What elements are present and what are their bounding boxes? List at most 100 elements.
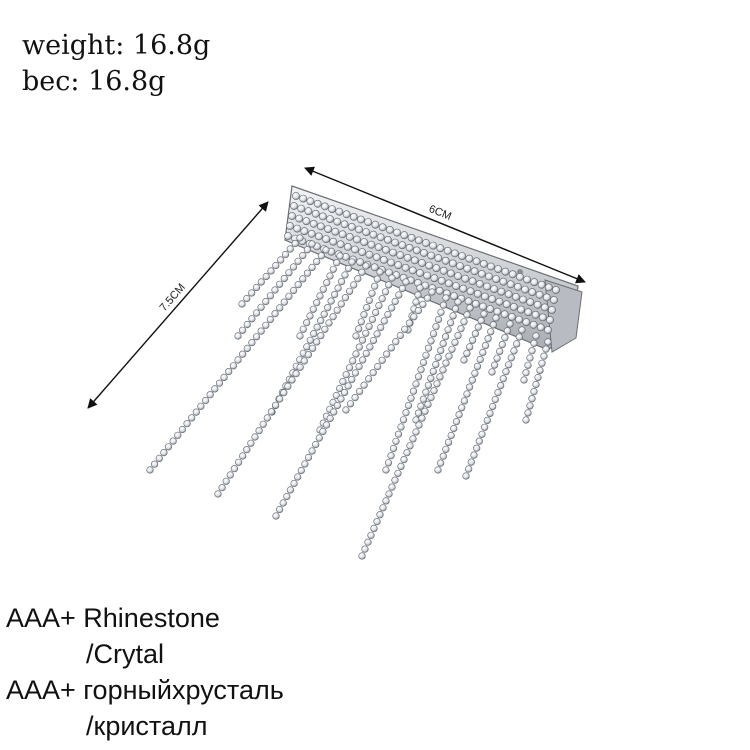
rhinestone [387,258,395,267]
rhinestone [424,400,432,409]
rhinestone [318,212,327,221]
rhinestone [516,272,524,281]
rhinestone [502,368,510,376]
rhinestone [321,325,329,333]
rhinestone [276,505,284,514]
rhinestone [493,307,502,316]
rhinestone [342,406,350,414]
rhinestone [442,294,450,302]
rhinestone [497,287,506,296]
rhinestone [398,284,407,293]
rhinestone [383,235,392,244]
rhinestone [384,310,392,319]
rhinestone [491,361,499,369]
rhinestone [306,197,315,206]
rhinestone [488,368,496,376]
rhinestone [422,239,430,247]
rhinestone [353,235,361,244]
rhinestone [466,304,474,312]
rhinestone [471,299,480,308]
rhinestone [367,240,376,249]
rhinestone [528,347,536,355]
rhinestone [427,251,436,260]
rhinestone [333,401,342,410]
rhinestone [418,414,426,422]
rhinestone [439,301,448,309]
rhinestone [460,356,468,364]
rhinestone [436,244,445,253]
rhinestone [542,345,550,353]
rhinestone [473,362,482,371]
rhinestone [451,338,459,347]
rhinestone [465,465,473,473]
rhinestone [403,449,411,457]
rhinestone [367,531,375,539]
rhinestone [365,296,373,305]
rhinestone [423,294,432,302]
rhinestone [404,401,413,410]
rhinestone [429,330,438,338]
rhinestone [398,241,407,250]
rhinestone [155,454,163,463]
rhinestone [530,388,538,396]
rhinestone [344,264,353,273]
weight-label-ru: bec: 16.8g [22,66,166,97]
rhinestone [331,291,339,299]
rhinestone [308,240,316,248]
rhinestone [360,238,369,246]
rhinestone [452,418,461,426]
rhinestone [526,402,534,410]
rhinestone [355,362,363,371]
rhinestone [391,476,399,484]
rhinestone [419,300,427,309]
rhinestone [382,497,390,505]
rhinestone [492,314,500,322]
rhinestone [406,442,414,450]
rhinestone [393,228,401,237]
rhinestone [303,246,312,254]
rhinestone [507,312,516,321]
rhinestone [342,371,350,379]
rhinestone [365,250,374,259]
rhinestone [289,263,298,271]
rhinestone [470,267,479,276]
rhinestone [448,259,457,268]
rhinestone [460,397,469,405]
rhinestone [528,288,537,297]
rhinestone [444,326,452,334]
rhinestone [423,271,432,280]
rhinestone [524,361,532,369]
rhinestone [385,281,393,289]
rhinestone [439,366,447,374]
rhinestone [464,297,473,306]
rhinestone [266,315,275,324]
rhinestone [412,298,420,306]
rhinestone [363,304,371,312]
rhinestone [284,232,292,240]
rhinestone [544,283,553,292]
rhinestone [445,352,453,360]
rhinestone [479,348,487,357]
rhinestone [452,282,460,290]
rhinestone [442,333,450,341]
rhinestone [432,264,441,273]
rhinestone [450,424,458,433]
rhinestone [399,416,408,424]
rhinestone [243,320,251,329]
rhinestone [326,215,334,223]
rhinestone [496,347,504,356]
rhinestone [295,214,304,223]
rhinestone [429,241,438,250]
rhinestone [331,227,340,236]
rhinestone [515,333,523,341]
rhinestone [458,404,466,412]
rhinestone [366,343,374,351]
rhinestone [485,272,493,281]
rhinestone [328,205,336,213]
rhinestone [388,274,396,282]
rhinestone [243,344,251,353]
rhinestone [290,479,298,488]
rhinestone [468,277,477,286]
rhinestone [211,385,219,393]
rhinestone [515,315,523,324]
